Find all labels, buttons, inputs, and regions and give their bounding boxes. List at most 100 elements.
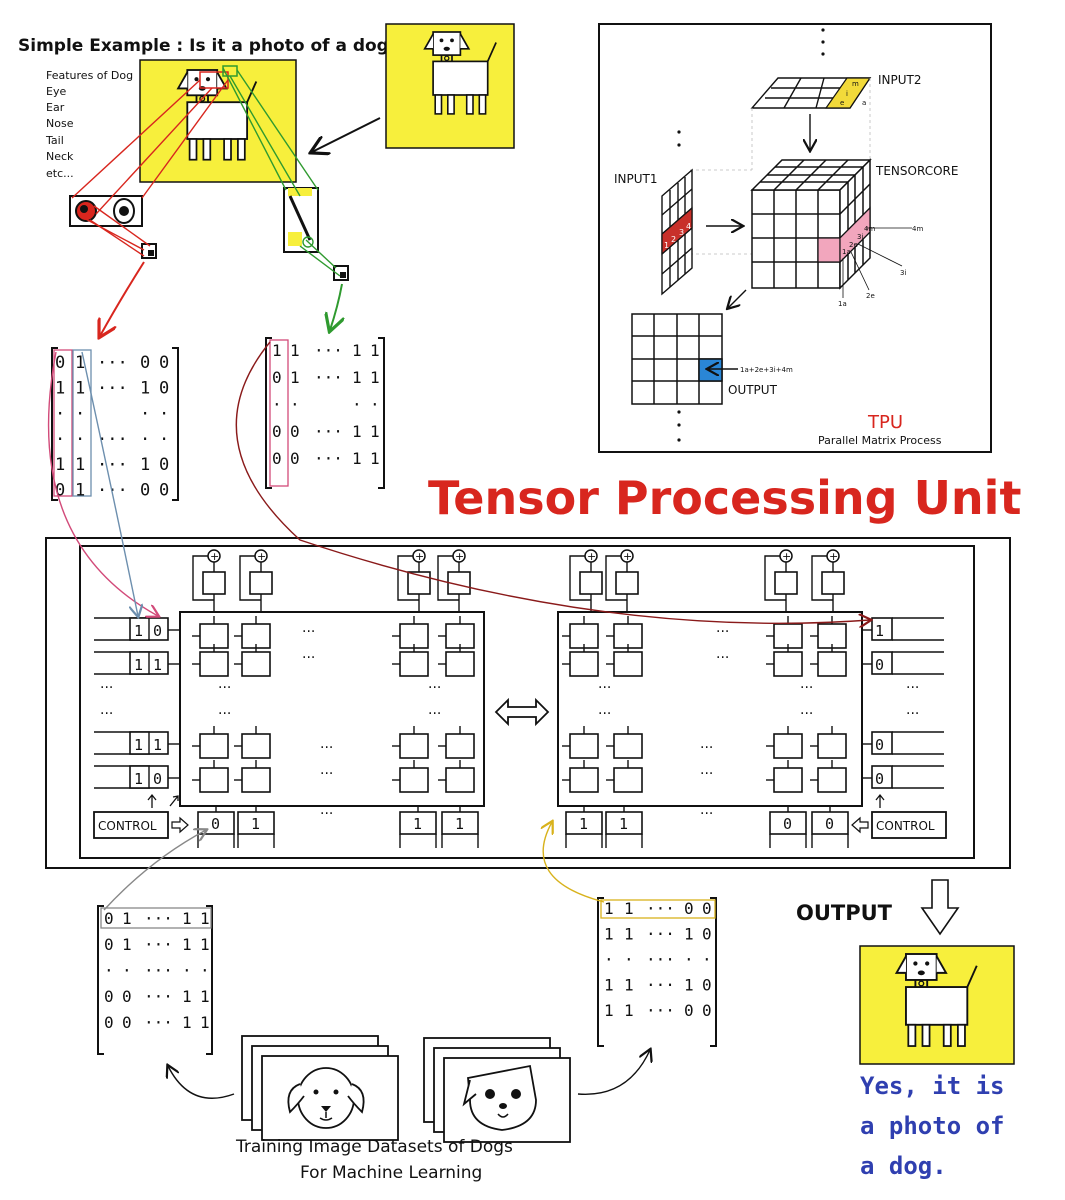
- control-label-left: CONTROL: [98, 819, 157, 833]
- input1-cell-4: 4: [686, 222, 691, 231]
- matrix-cell: 1: [624, 899, 634, 918]
- systolic-array: ++++++++································…: [45, 537, 1011, 869]
- cube-label-4m: 4m: [912, 225, 923, 233]
- matrix-cell: ·: [159, 404, 169, 424]
- left-input-value: 1: [134, 656, 143, 674]
- left-input-value: 1: [134, 736, 143, 754]
- svg-text:+: +: [415, 550, 424, 563]
- processing-element: [613, 733, 643, 759]
- tail-feature-crop: [283, 187, 349, 281]
- input2-cell-i: i: [846, 90, 848, 98]
- ellipsis: ···: [716, 624, 729, 640]
- result-line3: a dog.: [860, 1152, 947, 1180]
- processing-element: [241, 651, 271, 677]
- matrix-cell: 1: [200, 935, 210, 954]
- matrix-cell: 1: [604, 899, 614, 918]
- matrix-cell: 0: [104, 935, 114, 954]
- ellipsis: ···: [700, 806, 713, 822]
- matrix-cell: 0: [272, 422, 282, 441]
- ellipsis: ···: [800, 680, 813, 696]
- cube-label-1a: 1a: [838, 300, 847, 308]
- matrix-cell: 0: [290, 422, 300, 441]
- matrix-cell: ·: [122, 961, 132, 980]
- matrix-cell: ···: [144, 987, 173, 1006]
- ellipsis: ···: [218, 706, 231, 722]
- matrix-cell: ·: [272, 395, 282, 414]
- matrix-cell: 1: [290, 341, 300, 360]
- matrix-cell: 0: [140, 353, 150, 373]
- matrix-cell: 0: [702, 1001, 712, 1020]
- ellipsis: ···: [716, 650, 729, 666]
- matrix-cell: ···: [97, 379, 128, 399]
- input2-label: INPUT2: [878, 73, 922, 87]
- matrix-cell: ·: [182, 961, 192, 980]
- tpu-subtitle: Parallel Matrix Process: [818, 434, 942, 447]
- matrix-cell: ·: [624, 950, 634, 969]
- tensorcore-label: TENSORCORE: [875, 164, 958, 178]
- right-input-value: 1: [875, 622, 884, 640]
- input1-cell-2: 2: [671, 235, 676, 244]
- processing-element: [199, 651, 229, 677]
- right-input-value: 0: [875, 656, 884, 674]
- matrix-cell: 0: [55, 481, 65, 501]
- result-dog-photo: [859, 945, 1015, 1065]
- ellipsis: ···: [700, 766, 713, 782]
- matrix-cell: 0: [159, 353, 169, 373]
- matrix-cell: ···: [314, 341, 343, 360]
- matrix-cell: 0: [290, 449, 300, 468]
- processing-element: [445, 733, 475, 759]
- matrix-cell: ·: [104, 961, 114, 980]
- ellipsis: ···: [428, 706, 441, 722]
- processing-element: [241, 733, 271, 759]
- processing-element: [773, 733, 803, 759]
- matrix-cell: ···: [646, 925, 675, 944]
- processing-element: [773, 651, 803, 677]
- ellipsis: ···: [218, 680, 231, 696]
- left-input-value: 0: [153, 770, 162, 788]
- matrix-cell: ···: [646, 950, 675, 969]
- matrix-cell: 1: [122, 935, 132, 954]
- matrix-cell: 1: [75, 455, 85, 475]
- svg-text:+: +: [587, 550, 596, 563]
- matrix-cell: 0: [702, 925, 712, 944]
- matrix-cell: 1: [55, 379, 65, 399]
- left-input-value: 1: [153, 656, 162, 674]
- matrix-cell: 1: [352, 368, 362, 387]
- matrix-cell: 1: [55, 455, 65, 475]
- feature-eye: Eye: [46, 85, 66, 98]
- matrix-cell: ···: [314, 368, 343, 387]
- right-input-value: 0: [875, 770, 884, 788]
- matrix-cell: 1: [75, 379, 85, 399]
- matrix-cell: ···: [646, 976, 675, 995]
- photo-to-analysis-arrow: [312, 117, 381, 152]
- matrix-cell: 1: [182, 909, 192, 928]
- matrix-cell: 1: [624, 976, 634, 995]
- feature-neck: Neck: [46, 150, 74, 163]
- processing-element: [199, 733, 229, 759]
- training-caption-line1: Training Image Datasets of Dogs: [235, 1137, 513, 1157]
- cube-cell-4m: 4m: [864, 225, 875, 233]
- matrix-cell: 1: [684, 976, 694, 995]
- cube-label-3i: 3i: [900, 269, 906, 277]
- result-line1: Yes, it is: [860, 1072, 1005, 1100]
- processing-element: [817, 651, 847, 677]
- ellipsis: ···: [598, 706, 611, 722]
- matrix-cell: 0: [104, 1013, 114, 1032]
- matrix-cell: ·: [200, 961, 210, 980]
- matrix-cell: 1: [272, 341, 282, 360]
- training-arrow-right: [577, 1050, 650, 1095]
- input1-label: INPUT1: [614, 172, 658, 186]
- training-arrow-left: [168, 1066, 235, 1099]
- matrix-cell: 0: [702, 899, 712, 918]
- matrix-cell: 0: [140, 481, 150, 501]
- matrix-cell: ·: [140, 404, 150, 424]
- processing-element: [241, 767, 271, 793]
- ellipsis: ···: [906, 706, 919, 722]
- matrix-cell: ···: [314, 422, 343, 441]
- main-title: Tensor Processing Unit: [428, 471, 1021, 525]
- left-input-value: 1: [153, 736, 162, 754]
- matrix-cell: 0: [684, 899, 694, 918]
- ellipsis: ···: [700, 740, 713, 756]
- ellipsis: ···: [302, 624, 315, 640]
